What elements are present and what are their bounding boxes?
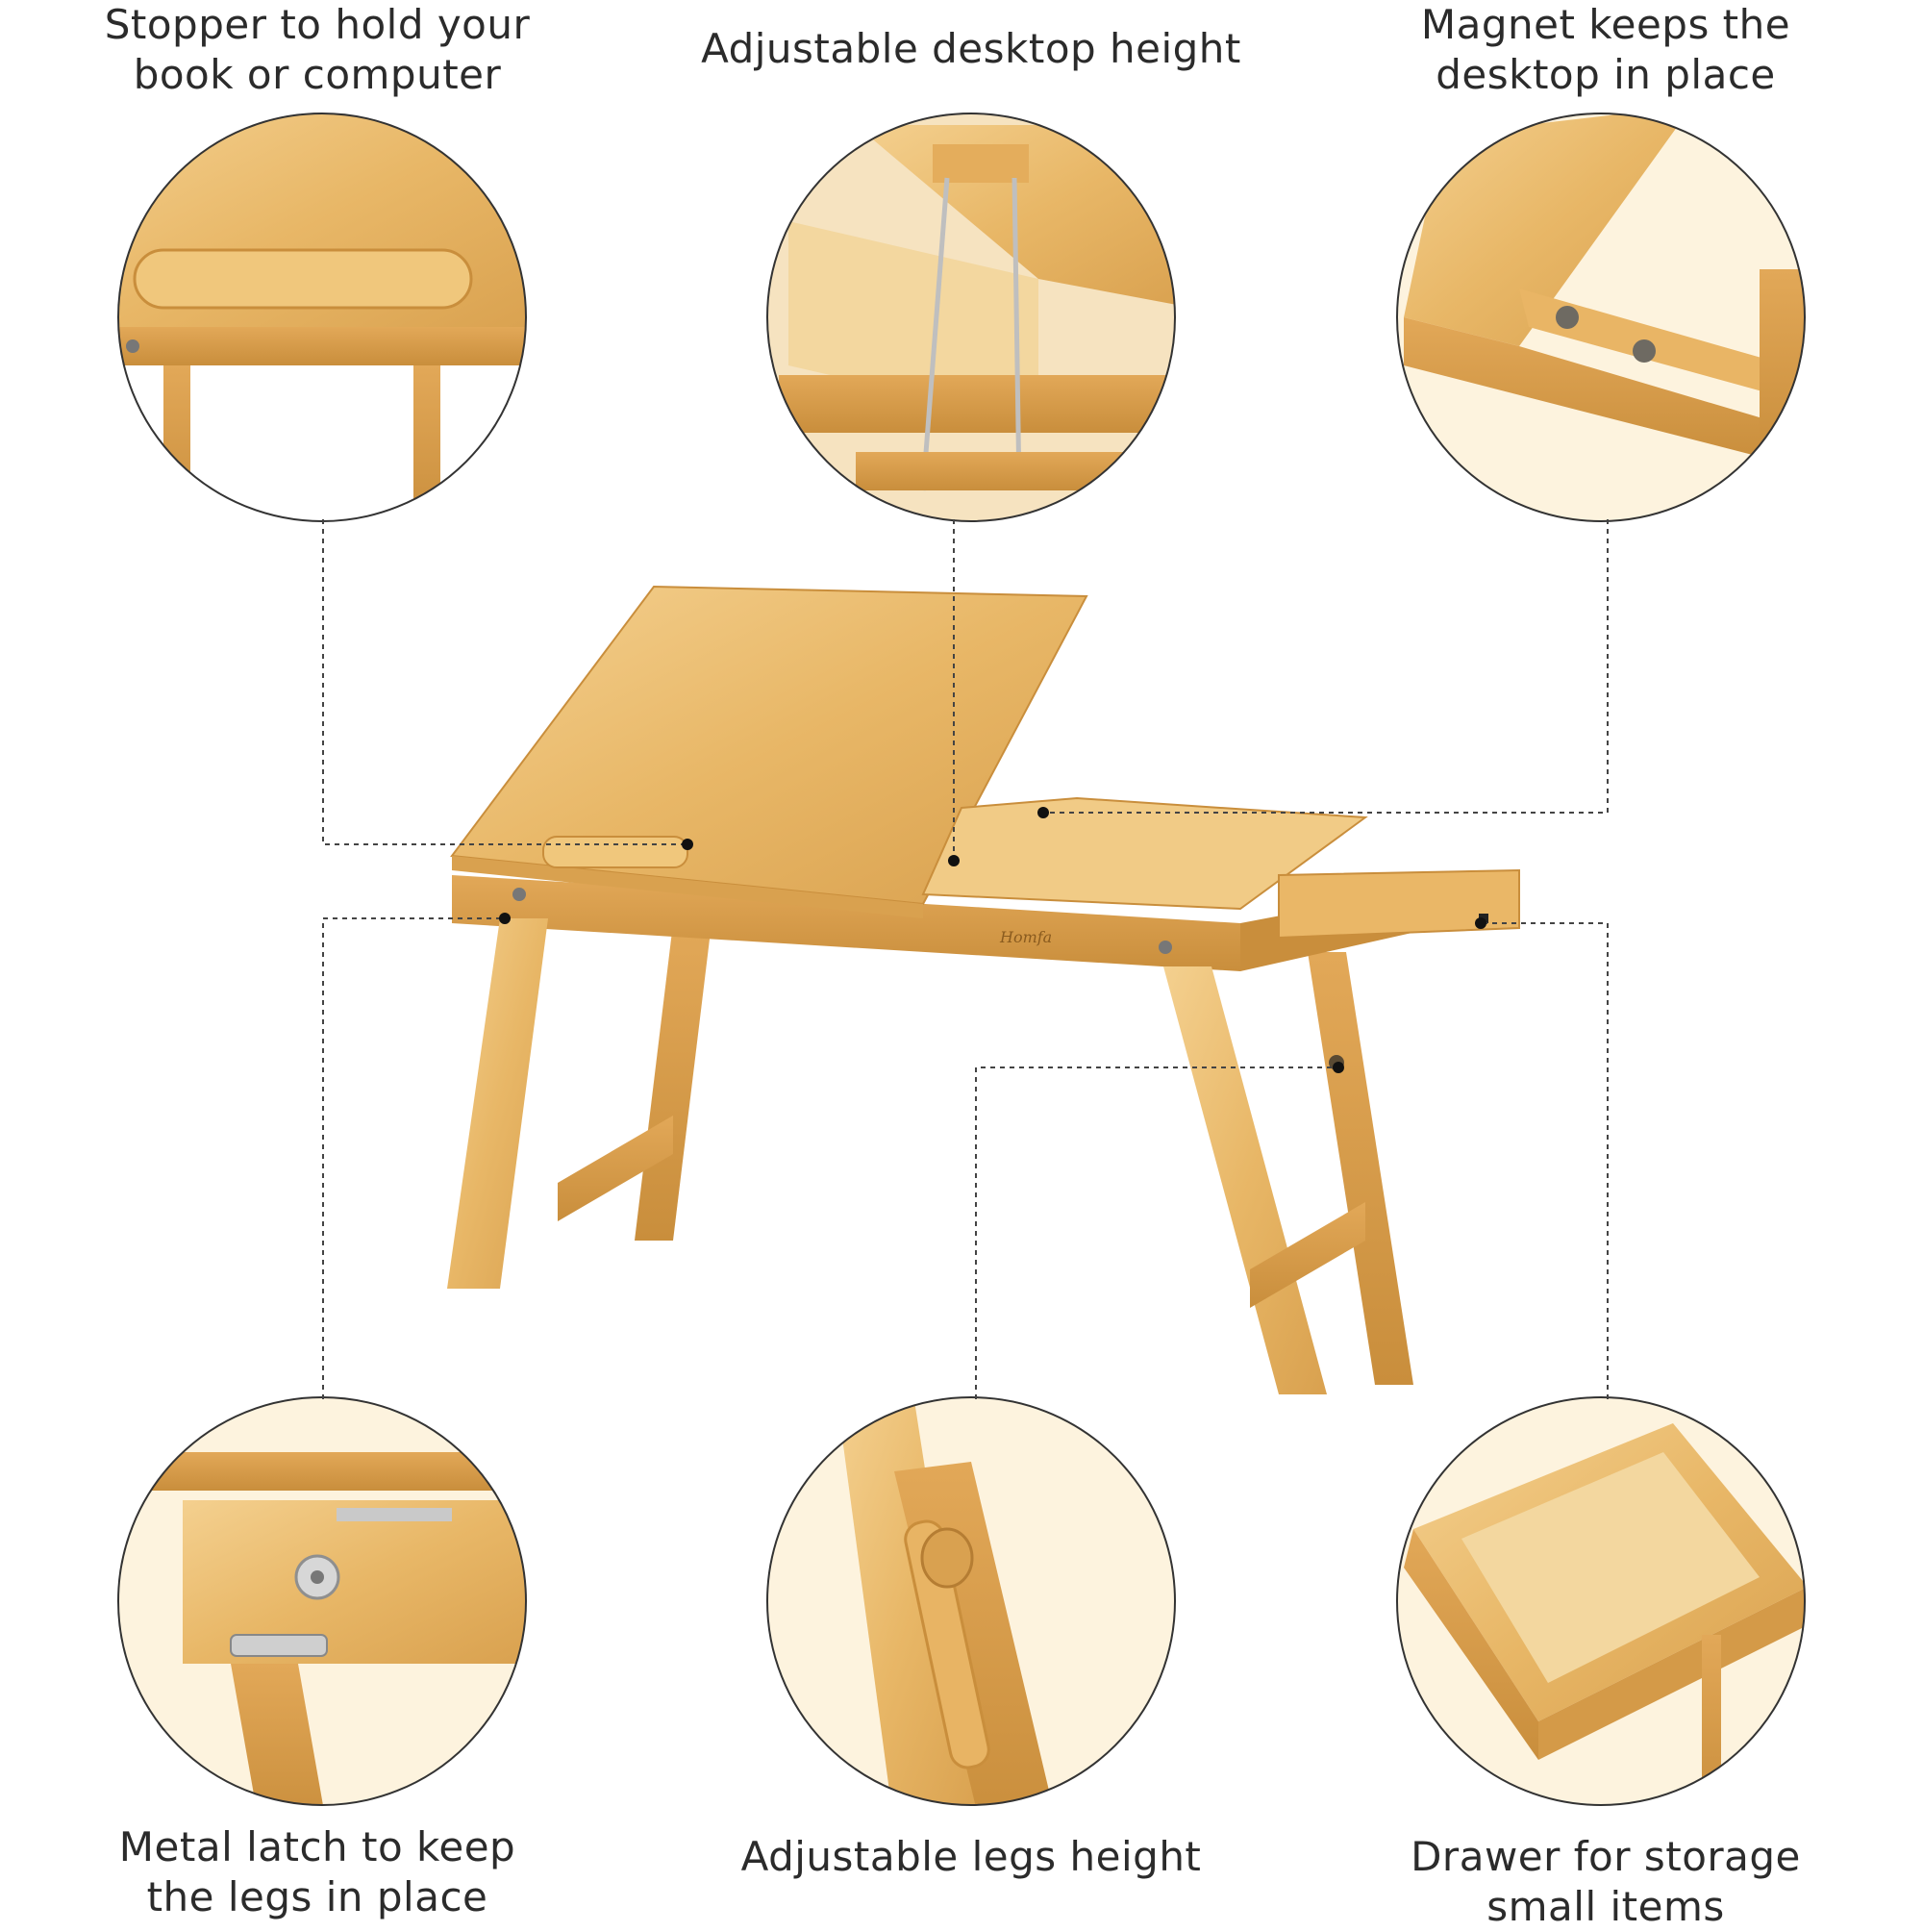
caption-legs-height: Adjustable legs height (692, 1832, 1250, 1882)
laptop-desk: Homfa (447, 585, 1520, 1394)
caption-line: Magnet keeps the (1420, 1, 1791, 48)
detail-circle-stopper (117, 113, 527, 522)
detail-circle-magnet (1396, 113, 1806, 522)
caption-line: the legs in place (146, 1873, 488, 1920)
caption-line: Adjustable legs height (740, 1833, 1202, 1880)
detail-circle-drawer (1396, 1396, 1806, 1806)
caption-magnet: Magnet keeps the desktop in place (1346, 0, 1865, 100)
caption-stopper: Stopper to hold your book or computer (58, 0, 577, 100)
brand-logo: Homfa (999, 928, 1052, 946)
caption-drawer: Drawer for storage small items (1336, 1832, 1875, 1932)
caption-line: small items (1486, 1883, 1725, 1930)
caption-line: Drawer for storage (1411, 1833, 1801, 1880)
detail-circle-desktop-height (766, 113, 1176, 522)
caption-line: Stopper to hold your (104, 1, 531, 48)
caption-metal-latch: Metal latch to keep the legs in place (58, 1822, 577, 1922)
detail-circle-legs-height (766, 1396, 1176, 1806)
leader-dots (499, 807, 1486, 1073)
caption-line: book or computer (133, 51, 502, 98)
caption-line: Metal latch to keep (118, 1823, 516, 1870)
caption-line: Adjustable desktop height (701, 25, 1241, 72)
caption-desktop-height: Adjustable desktop height (692, 24, 1250, 74)
detail-circle-metal-latch (117, 1396, 527, 1806)
caption-line: desktop in place (1436, 51, 1776, 98)
leader-lines (322, 519, 1609, 1399)
